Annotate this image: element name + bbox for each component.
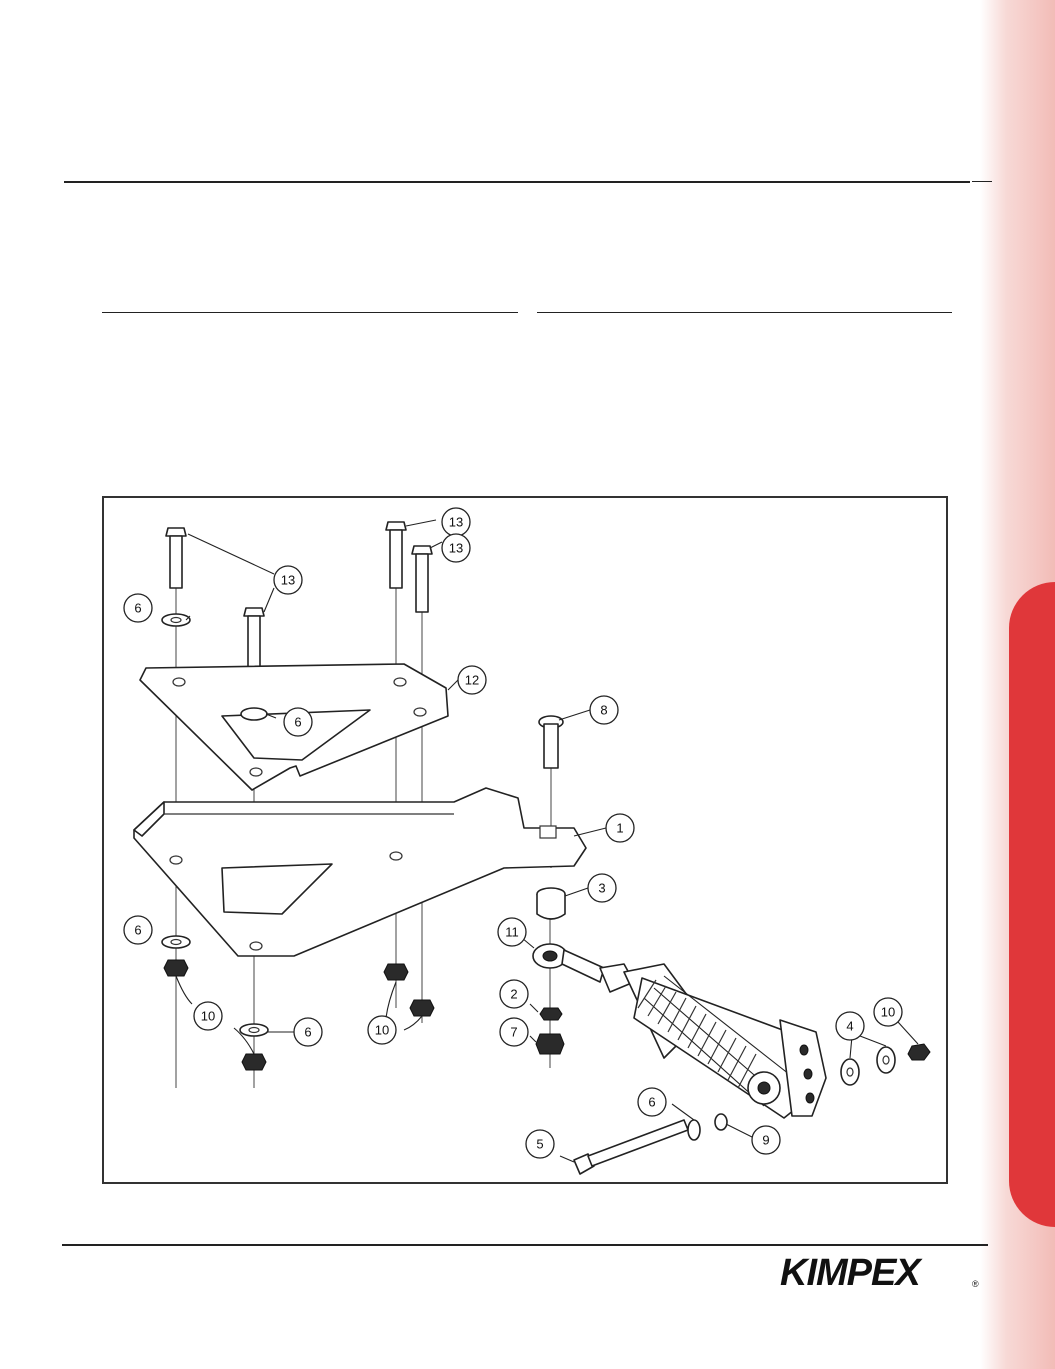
bushing-3: [536, 887, 566, 920]
callout-6: 6: [123, 915, 153, 945]
callout-13: 13: [441, 533, 471, 563]
svg-text:12: 12: [465, 673, 479, 688]
callout-8: 8: [589, 695, 619, 725]
bolt-13-right-2: [411, 545, 433, 613]
bolt-13-left: [165, 527, 187, 589]
callout-1: 1: [605, 813, 635, 843]
bolt-5: [573, 1119, 689, 1175]
kimpex-logo: KIMPEX ®: [780, 1252, 980, 1295]
svg-text:4: 4: [846, 1019, 853, 1034]
spacer-9: [714, 1113, 728, 1131]
svg-text:5: 5: [536, 1137, 543, 1152]
rod-end-11: [532, 943, 605, 983]
nut-10-right-1: [383, 963, 409, 981]
callout-11: 11: [497, 917, 527, 947]
svg-text:6: 6: [648, 1095, 655, 1110]
nut-10-right-2: [409, 999, 435, 1017]
callout-12: 12: [457, 665, 487, 695]
section-tab: [1009, 582, 1055, 1227]
washer-6-plate: [240, 707, 268, 721]
callout-6: 6: [293, 1017, 323, 1047]
svg-text:7: 7: [510, 1025, 517, 1040]
svg-text:13: 13: [449, 515, 463, 530]
svg-text:6: 6: [294, 715, 301, 730]
callout-6: 6: [283, 707, 313, 737]
footpeg-assembly: [599, 963, 827, 1119]
callout-13: 13: [273, 565, 303, 595]
svg-text:3: 3: [598, 881, 605, 896]
callout-3: 3: [587, 873, 617, 903]
nut-2: [539, 1007, 563, 1021]
svg-text:6: 6: [134, 923, 141, 938]
callout-4: 4: [835, 1011, 865, 1041]
svg-text:9: 9: [762, 1133, 769, 1148]
svg-text:11: 11: [505, 925, 519, 940]
bolt-13-right-1: [385, 521, 407, 589]
nut-7: [535, 1033, 565, 1055]
svg-text:2: 2: [510, 987, 517, 1002]
nut-10-footpeg: [907, 1043, 931, 1061]
nut-10-middle: [241, 1053, 267, 1071]
callout-10: 10: [873, 997, 903, 1027]
callout-7: 7: [499, 1017, 529, 1047]
svg-text:1: 1: [616, 821, 623, 836]
callout-13: 13: [441, 507, 471, 537]
header-rule-stub: [972, 181, 992, 182]
column-rule-right: [537, 312, 952, 313]
exploded-parts-diagram: 13 13 13 6 6 12 8 1 3 6 11 2 7 10 6 10 4…: [102, 496, 948, 1184]
svg-text:6: 6: [134, 601, 141, 616]
column-rule-left: [102, 312, 518, 313]
callout-9: 9: [751, 1125, 781, 1155]
callout-5: 5: [525, 1129, 555, 1159]
svg-text:6: 6: [304, 1025, 311, 1040]
svg-text:13: 13: [449, 541, 463, 556]
callout-10: 10: [367, 1015, 397, 1045]
nut-10-left: [163, 959, 189, 977]
callout-10: 10: [193, 1001, 223, 1031]
svg-text:KIMPEX: KIMPEX: [780, 1255, 923, 1294]
header-rule: [64, 181, 970, 183]
svg-text:10: 10: [201, 1009, 215, 1024]
svg-text:10: 10: [881, 1005, 895, 1020]
svg-text:13: 13: [281, 573, 295, 588]
callout-2: 2: [499, 979, 529, 1009]
svg-text:10: 10: [375, 1023, 389, 1038]
bolt-13-middle: [243, 607, 265, 671]
washer-6-right: [687, 1119, 701, 1141]
callout-6: 6: [123, 593, 153, 623]
parts-drawing: 13 13 13 6 6 12 8 1 3 6 11 2 7 10 6 10 4…: [123, 507, 931, 1175]
pin-8: [538, 715, 564, 769]
footpeg-ribs: [637, 975, 795, 1107]
callout-6: 6: [637, 1087, 667, 1117]
lower-bracket-1: [133, 787, 587, 957]
svg-text:8: 8: [600, 703, 607, 718]
footer-rule: [62, 1244, 988, 1246]
svg-text:®: ®: [972, 1279, 979, 1289]
